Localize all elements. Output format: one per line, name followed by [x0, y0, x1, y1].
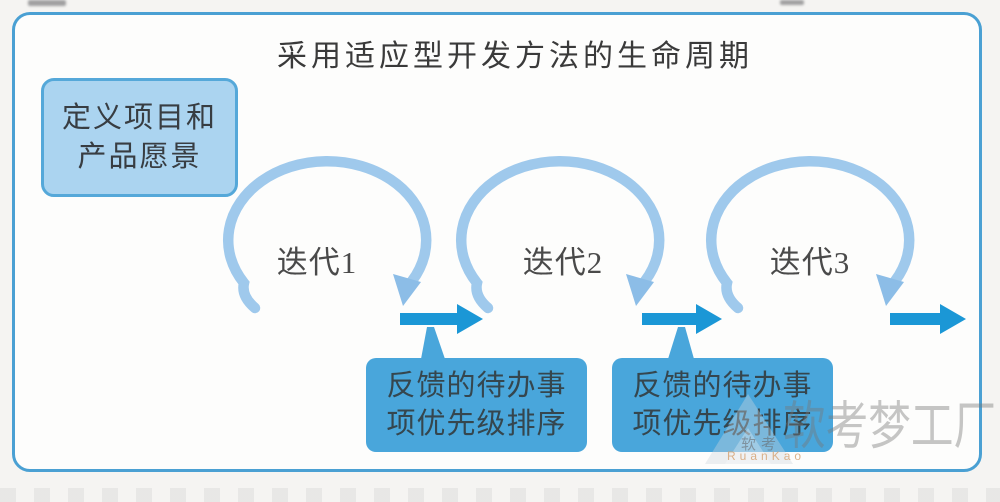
- iteration-1-loop-arc: [222, 155, 432, 314]
- iteration-2-loop-arc: [455, 155, 665, 314]
- iteration-2-label: 迭代2: [522, 245, 604, 280]
- scan-artifact: [780, 0, 804, 5]
- feedback-backlog-box-1: 反馈的待办事 项优先级排序: [366, 358, 587, 452]
- iteration-1-loop-arrowhead-icon: [393, 274, 421, 306]
- iteration-3-loop-arrowhead-icon: [876, 274, 904, 306]
- define-vision-line2: 产品愿景: [77, 140, 202, 173]
- feedback-backlog-box-2: 反馈的待办事 项优先级排序: [612, 358, 833, 452]
- diagram-title: 采用适应型开发方法的生命周期: [277, 40, 753, 73]
- scan-noise-band: [0, 488, 1000, 502]
- feedback-backlog-box-1-line2: 项优先级排序: [386, 408, 567, 440]
- iteration-3-label: 迭代3: [769, 245, 851, 280]
- feedback-backlog-box-1-line1: 反馈的待办事: [386, 370, 567, 402]
- flow-arrow-1-icon: [400, 304, 483, 334]
- define-vision-line1: 定义项目和: [61, 101, 217, 134]
- watermark-small-cn: 软考: [741, 436, 782, 453]
- flow-arrow-3-icon: [890, 304, 966, 334]
- iteration-3-loop-arc: [705, 155, 915, 314]
- callout-1-pointer: [421, 327, 445, 359]
- feedback-backlog-box-2-line2: 项优先级排序: [632, 408, 813, 440]
- iteration-2-loop-arrowhead-icon: [626, 274, 654, 306]
- feedback-backlog-box-2-line1: 反馈的待办事: [632, 370, 813, 402]
- callout-2-pointer: [668, 327, 694, 359]
- scan-artifact: [28, 0, 66, 6]
- watermark-text: 软考梦工厂: [783, 398, 997, 456]
- iteration-1-label: 迭代1: [276, 245, 358, 280]
- define-vision-box: 定义项目和 产品愿景: [41, 78, 238, 197]
- flow-arrow-2-icon: [642, 304, 722, 334]
- watermark-small-en: RuanKao: [727, 449, 806, 463]
